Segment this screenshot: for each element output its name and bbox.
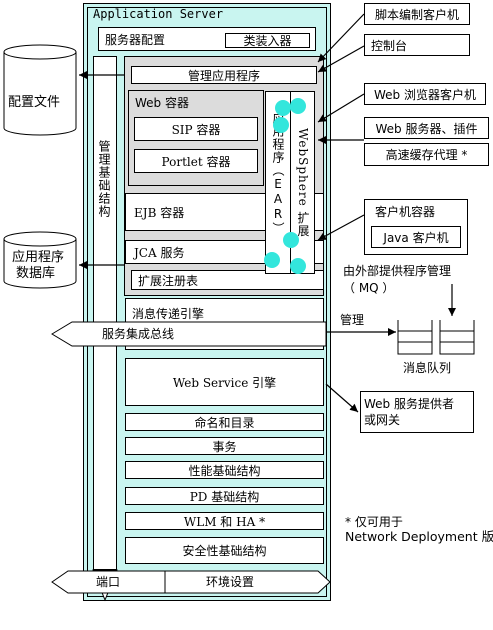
app-ear-divider <box>290 91 291 274</box>
java-client-box: Java 客户机 <box>371 226 461 248</box>
env-settings-label: 环境设置 <box>206 575 255 589</box>
application-server-inner-frame <box>87 7 327 597</box>
web-service-engine-label: Web Service 引擎 <box>172 375 277 390</box>
performance-infrastructure-box: 性能基础结构 <box>125 461 324 479</box>
web-container-label: Web 容器 <box>135 96 189 110</box>
application-server-title: Application Server <box>93 7 224 21</box>
ejb-container-label: EJB 容器 <box>134 205 185 220</box>
transaction-box: 事务 <box>125 437 324 455</box>
jca-service-label: JCA 服务 <box>134 245 185 260</box>
mq-label: （ MQ ） <box>343 281 395 295</box>
port-env-arrow <box>51 570 331 594</box>
web-service-engine-box: Web Service 引擎 <box>125 358 324 406</box>
portlet-container-label: Portlet 容器 <box>161 154 231 169</box>
web-service-provider-label-2: 或网关 <box>364 413 401 427</box>
portlet-container-box: Portlet 容器 <box>134 149 258 173</box>
class-loader-label: 类装入器 <box>243 34 292 48</box>
app-database-label-1: 应用程序 <box>12 250 65 265</box>
extension-registry-box: 扩展注册表 <box>131 270 324 290</box>
script-client-label: 脚本编制客户机 <box>374 7 459 22</box>
browser-client-label: Web 浏览器客户机 <box>374 87 476 102</box>
port-label: 端口 <box>96 575 121 589</box>
config-file-label: 配置文件 <box>8 95 61 110</box>
pd-infrastructure-label: PD 基础结构 <box>189 489 260 504</box>
cache-proxy-label: 高速缓存代理 * <box>385 148 468 162</box>
message-queue-shape <box>397 320 475 355</box>
wlm-ha-box: WLM 和 HA * <box>125 512 324 530</box>
client-container-label: 客户机容器 <box>375 205 436 219</box>
admin-app-box: 管理应用程序 <box>131 66 317 84</box>
extension-registry-label: 扩展注册表 <box>138 273 199 288</box>
java-client-label: Java 客户机 <box>383 230 449 245</box>
admin-infrastructure-label: 管理基础结构 <box>97 140 111 218</box>
browser-client-box: Web 浏览器客户机 <box>364 83 486 105</box>
admin-infrastructure-bar <box>93 56 117 570</box>
console-label: 控制台 <box>371 38 408 53</box>
connector-arrows <box>79 13 456 413</box>
security-infrastructure-label: 安全性基础结构 <box>182 544 267 558</box>
web-service-provider-label-1: Web 服务提供者 <box>364 396 454 411</box>
config-file-cylinder <box>3 44 77 136</box>
websphere-extension-label: WebSphere 扩展 <box>296 128 310 238</box>
transaction-label: 事务 <box>212 439 237 454</box>
server-config-label: 服务器配置 <box>105 32 166 47</box>
script-client-box: 脚本编制客户机 <box>364 3 470 25</box>
security-infrastructure-box: 安全性基础结构 <box>125 537 324 564</box>
sip-container-label: SIP 容器 <box>171 122 221 137</box>
web-server-plugin-label: Web 服务器、插件 <box>375 121 478 136</box>
naming-directory-label: 命名和目录 <box>194 415 255 430</box>
admin-app-label: 管理应用程序 <box>187 68 260 83</box>
cache-proxy-box: 高速缓存代理 * <box>364 143 489 166</box>
console-box: 控制台 <box>364 34 470 56</box>
messaging-engine-label: 消息传递引擎 <box>132 307 205 321</box>
app-ear-label: 应用程序（EAR） <box>271 112 285 235</box>
service-bus-arrow <box>51 321 327 347</box>
sip-container-box: SIP 容器 <box>134 117 258 141</box>
web-server-plugin-box: Web 服务器、插件 <box>364 117 489 139</box>
class-loader-box: 类装入器 <box>225 33 310 48</box>
app-module-dots <box>264 98 306 274</box>
message-queue-label: 消息队列 <box>403 361 452 375</box>
service-bus-label: 服务集成总线 <box>102 327 175 341</box>
app-database-label-2: 数据库 <box>16 266 56 281</box>
pd-infrastructure-box: PD 基础结构 <box>125 487 324 505</box>
naming-directory-box: 命名和目录 <box>125 413 324 431</box>
performance-infrastructure-label: 性能基础结构 <box>188 463 261 478</box>
footnote-line-1: * 仅可用于 <box>345 515 403 529</box>
footnote-line-2: Network Deployment 版 <box>345 529 493 544</box>
web-service-provider-box: Web 服务提供者 或网关 <box>360 391 474 433</box>
app-database-cylinder <box>3 231 77 289</box>
external-provider-label: 由外部提供程序管理 <box>343 264 452 278</box>
manage-label: 管理 <box>340 313 365 327</box>
wlm-ha-label: WLM 和 HA * <box>183 514 266 529</box>
